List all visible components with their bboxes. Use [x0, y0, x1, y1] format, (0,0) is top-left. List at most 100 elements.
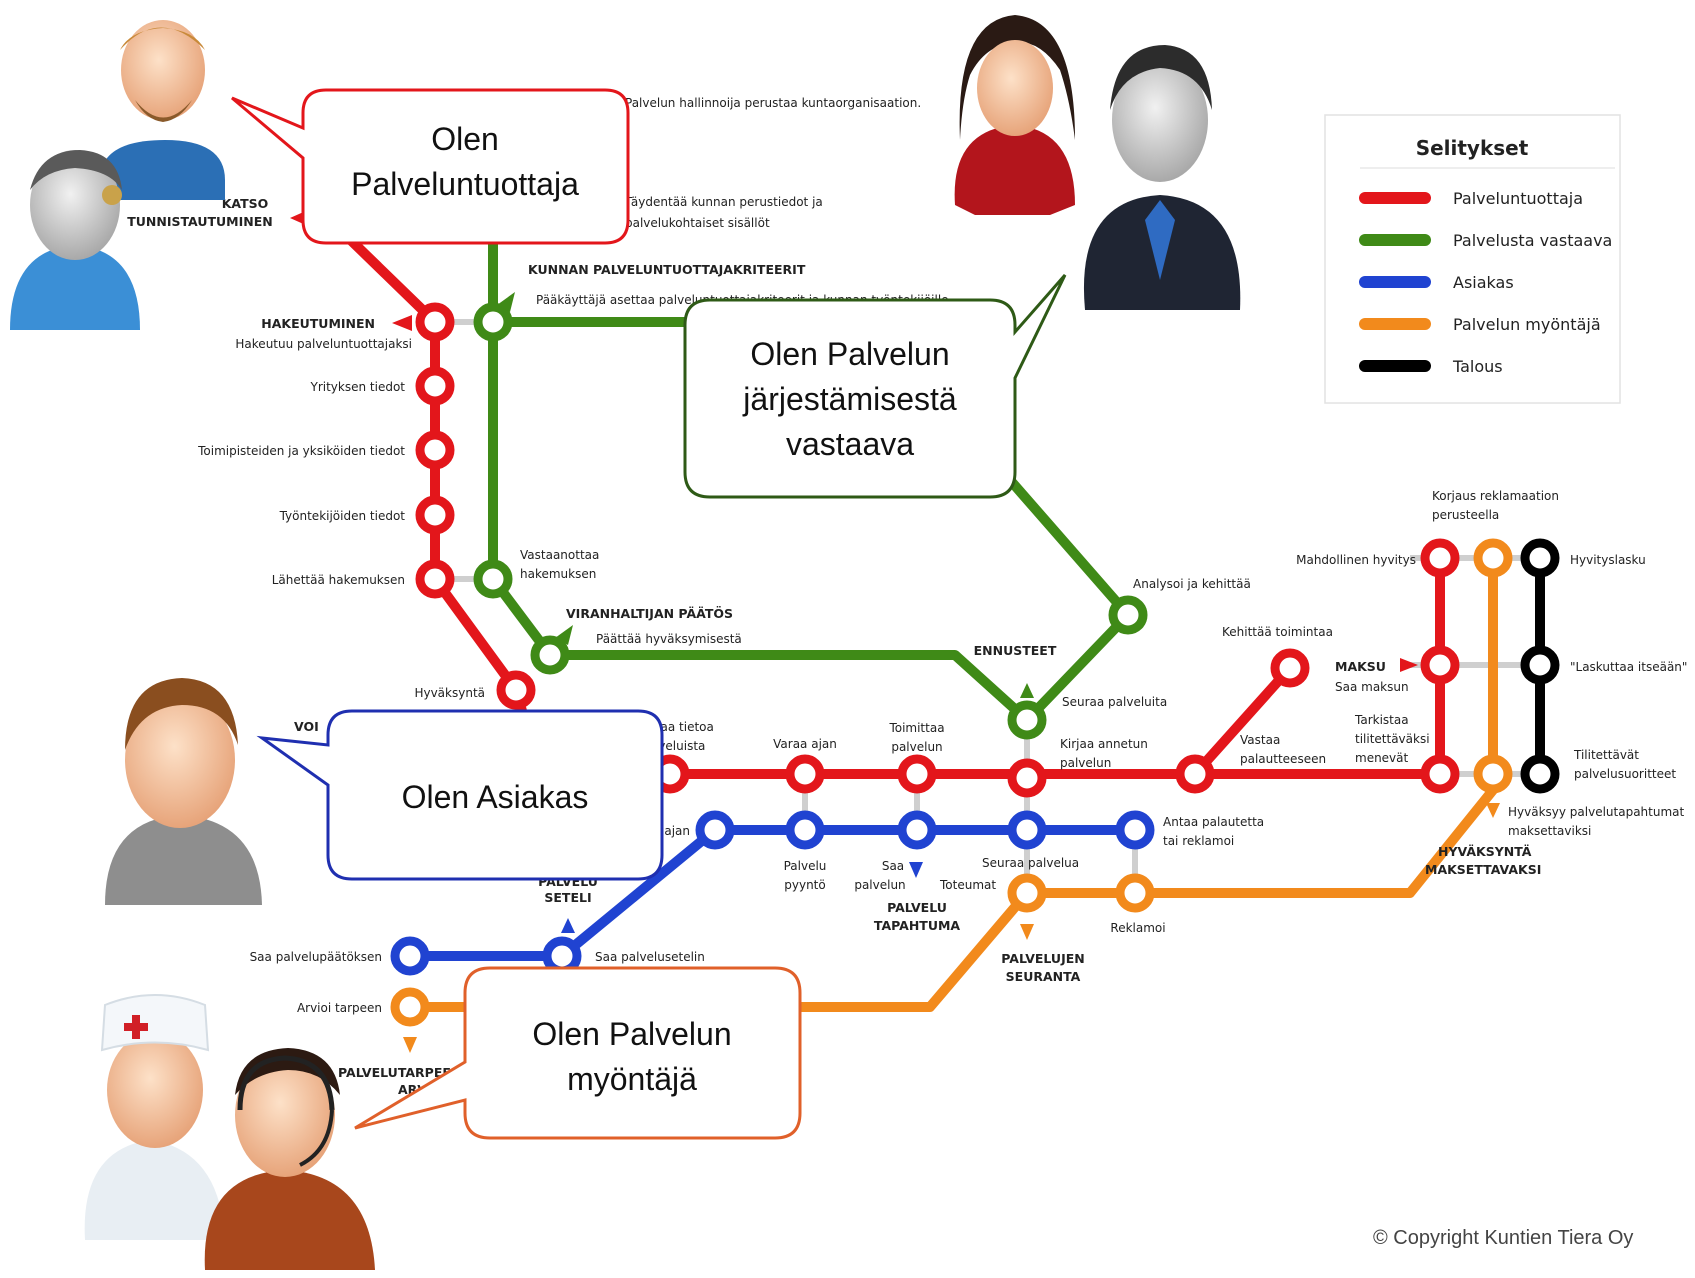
green-arrow: [497, 292, 515, 312]
label: Tilitettävät: [1573, 748, 1639, 762]
label: Tarkistaa: [1354, 713, 1409, 727]
station: [390, 936, 430, 976]
label: Hyväksyy palvelutapahtumat: [1508, 805, 1685, 819]
green-arrow: [555, 625, 573, 645]
label: Hyvityslasku: [1570, 553, 1646, 567]
bubble-granter: Olen Palvelun myöntäjä: [354, 966, 802, 1140]
label: Mahdollinen hyvitys: [1296, 553, 1416, 567]
red-arrow: [392, 315, 412, 331]
label: Kehittää toimintaa: [1222, 625, 1333, 639]
label: KUNNAN PALVELUNTUOTTAJAKRITEERIT: [528, 262, 806, 277]
label: Lähettää hakemuksen: [272, 573, 405, 587]
legend-label: Asiakas: [1453, 273, 1514, 292]
label: Vastaa: [1240, 733, 1280, 747]
station: [897, 810, 937, 850]
label: maksettaviksi: [1508, 824, 1591, 838]
person-icon-customer: [105, 678, 262, 905]
label: Vastaanottaa: [520, 548, 599, 562]
bubble-text: vastaava: [786, 426, 914, 462]
station: [415, 430, 455, 470]
person-icon-responsible-man: [1083, 45, 1241, 310]
person-icon-granter-agent: [204, 1048, 375, 1270]
label: TAPAHTUMA: [874, 918, 960, 933]
bubble-text: järjestämisestä: [742, 381, 957, 417]
label: Yrityksen tiedot: [310, 380, 406, 394]
red-arrow: [1400, 658, 1418, 672]
station: [1175, 754, 1215, 794]
legend-label: Palveluntuottaja: [1453, 189, 1583, 208]
label: palvelun: [854, 878, 905, 892]
station: [1473, 754, 1513, 794]
bubble-customer: Olen Asiakas: [256, 709, 664, 881]
label: Saa palvelusetelin: [595, 950, 705, 964]
bubble-provider: Olen Palveluntuottaja: [231, 88, 630, 245]
label: Seuraa palveluita: [1062, 695, 1167, 709]
label: PALVELUTARPEEN: [338, 1065, 461, 1080]
label: Arvioi tarpeen: [297, 1001, 382, 1015]
label: PALVELU: [887, 900, 947, 915]
station: [1473, 538, 1513, 578]
label: KATSO: [222, 196, 269, 211]
orange-arrow: [1020, 924, 1034, 940]
station: [473, 302, 513, 342]
orange-arrow: [403, 1037, 417, 1053]
person-icon-responsible-woman: [954, 15, 1075, 215]
label: Reklamoi: [1110, 921, 1165, 935]
label: tilitettäväksi: [1355, 732, 1430, 746]
label: Palvelun hallinnoija perustaa kuntaorgan…: [625, 96, 921, 110]
label: Analysoi ja kehittää: [1133, 577, 1251, 591]
orange-line: [405, 553, 1498, 1012]
label: TUNNISTAUTUMINEN: [127, 214, 272, 229]
legend: Selitykset Palveluntuottaja Palvelusta v…: [1324, 114, 1621, 404]
label: MAKSU: [1335, 659, 1386, 674]
station: [415, 559, 455, 599]
station: [1520, 645, 1560, 685]
station: [1007, 700, 1047, 740]
label: palvelukohtaiset sisällöt: [625, 216, 770, 230]
station: [530, 635, 570, 675]
legend-title: Selitykset: [1416, 136, 1529, 160]
bubble-text: Olen: [431, 121, 499, 157]
label: Kirjaa annetun: [1060, 737, 1148, 751]
pointer-arrows: [290, 210, 1500, 1053]
station: [695, 810, 735, 850]
green-branch2: [1005, 475, 1133, 725]
label: Toteumat: [939, 878, 996, 892]
label: Antaa palautetta: [1163, 815, 1264, 829]
label: Saa palvelupäätöksen: [250, 950, 382, 964]
label: ENNUSTEET: [974, 643, 1057, 658]
station: [415, 495, 455, 535]
station: [1007, 758, 1047, 798]
label: "Laskuttaa itseään": [1570, 660, 1687, 674]
label: ajan: [664, 824, 690, 838]
station: [473, 559, 513, 599]
label: VOI: [294, 719, 319, 734]
station: [1420, 538, 1460, 578]
label: Seuraa palvelua: [982, 856, 1079, 870]
label: Hakeutuu palveluntuottajaksi: [235, 337, 412, 351]
bubble-text: Palveluntuottaja: [351, 166, 579, 202]
station: [1007, 873, 1047, 913]
bubble-responsible: Olen Palvelun järjestämisestä vastaava: [683, 274, 1067, 499]
station: [1108, 595, 1148, 635]
label: menevät: [1355, 751, 1409, 765]
label: VIRANHALTIJAN PÄÄTÖS: [566, 606, 733, 621]
green-arrow: [1020, 683, 1034, 698]
label: Toimittaa: [888, 721, 944, 735]
station: [785, 810, 825, 850]
person-icon-provider-nurse: [10, 150, 140, 330]
label: Päättää hyväksymisestä: [596, 632, 742, 646]
station: [415, 366, 455, 406]
label: SEURANTA: [1006, 969, 1081, 984]
station: [1520, 538, 1560, 578]
station: [496, 670, 536, 710]
blue-arrow: [909, 862, 923, 878]
label: Toimipisteiden ja yksiköiden tiedot: [197, 444, 405, 458]
label: Hyväksyntä: [414, 686, 485, 700]
station-labels: Palvelun hallinnoija perustaa kuntaorgan…: [127, 96, 1687, 1097]
label: SETELI: [544, 890, 591, 905]
label: palvelun: [891, 740, 942, 754]
label: tai reklamoi: [1163, 834, 1234, 848]
label: Saa maksun: [1335, 680, 1409, 694]
label: hakemuksen: [520, 567, 596, 581]
